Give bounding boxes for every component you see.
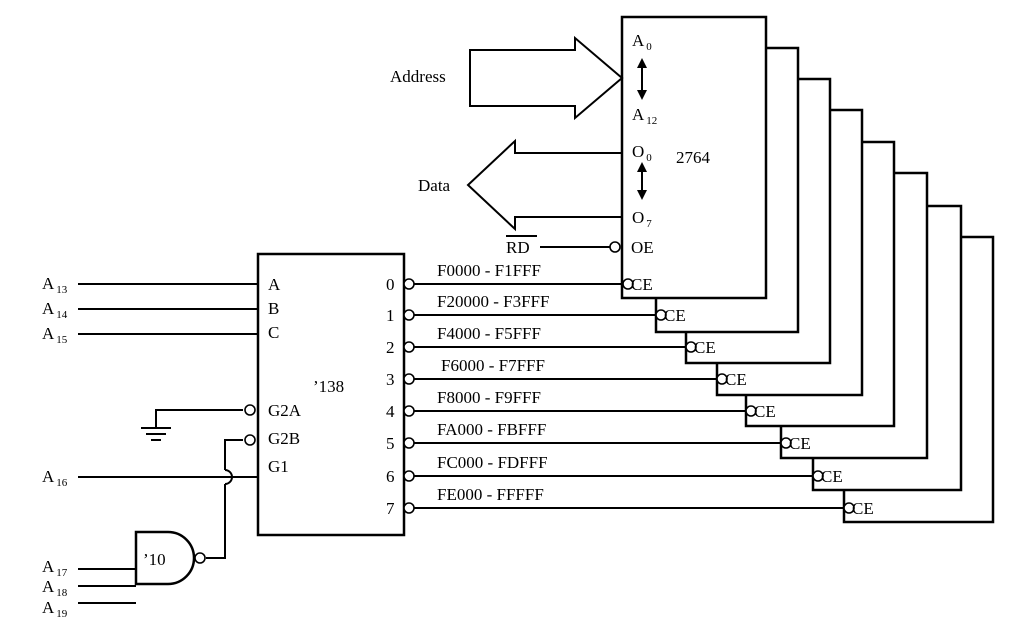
output-inversion-bubble bbox=[403, 373, 415, 385]
decoder-138-box bbox=[256, 252, 406, 537]
address-range-label-7: FE000 - FFFFF bbox=[437, 485, 544, 504]
output-inversion-bubble bbox=[403, 470, 415, 482]
decoder-output-0: 0 bbox=[386, 275, 395, 294]
pin-ce-label: CE bbox=[852, 499, 874, 518]
decoder-output-1: 1 bbox=[386, 306, 395, 325]
g2a-ground-wire bbox=[155, 409, 243, 428]
g2b-nand-wire bbox=[206, 484, 226, 559]
output-inversion-bubble bbox=[403, 341, 415, 353]
chip-part-number: 2764 bbox=[676, 148, 711, 167]
address-range-label-1: F20000 - F3FFF bbox=[437, 292, 549, 311]
arrowhead-up bbox=[637, 58, 647, 68]
arrowhead-up bbox=[637, 162, 647, 172]
decoder-input-a: A bbox=[268, 275, 281, 294]
ce-inversion-bubble bbox=[716, 373, 728, 385]
g2a-inversion-bubble bbox=[244, 404, 256, 416]
g2b-inversion-bubble bbox=[244, 434, 256, 446]
decoder-enable-g2b: G2B bbox=[268, 429, 300, 448]
ce-inversion-bubble bbox=[622, 278, 634, 290]
address-range-label-6: FC000 - FDFFF bbox=[437, 453, 548, 472]
ce-inversion-bubble bbox=[745, 405, 757, 417]
address-range-label-0: F0000 - F1FFF bbox=[437, 261, 541, 280]
g2b-wire bbox=[224, 439, 243, 470]
output-inversion-bubble bbox=[403, 437, 415, 449]
arrowhead-down bbox=[637, 90, 647, 100]
address-range-label-4: F8000 - F9FFF bbox=[437, 388, 541, 407]
address-range-label-2: F4000 - F5FFF bbox=[437, 324, 541, 343]
decoder-input-c: C bbox=[268, 323, 279, 342]
output-inversion-bubble bbox=[403, 502, 415, 514]
decoder-part-label: ’138 bbox=[313, 377, 344, 396]
pin-ce-label: CE bbox=[631, 275, 653, 294]
address-bus-label: Address bbox=[390, 67, 446, 86]
address-range-label-5: FA000 - FBFFF bbox=[437, 420, 546, 439]
nand-gate-10 bbox=[134, 530, 196, 586]
decoder-output-4: 4 bbox=[386, 402, 395, 421]
pin-ce-label: CE bbox=[694, 338, 716, 357]
nand-gate-label: ’10 bbox=[143, 550, 166, 569]
arrowhead-down bbox=[637, 190, 647, 200]
address-bus-arrow bbox=[469, 35, 624, 121]
nand-output-bubble bbox=[194, 552, 206, 564]
decoder-output-2: 2 bbox=[386, 338, 395, 357]
data-bus-label: Data bbox=[418, 176, 451, 195]
decoder-output-7: 7 bbox=[386, 499, 395, 518]
output-inversion-bubble bbox=[403, 278, 415, 290]
pin-ce-label: CE bbox=[789, 434, 811, 453]
decoder-enable-g2a: G2A bbox=[268, 401, 302, 420]
address-range-label-3: F6000 - F7FFF bbox=[441, 356, 545, 375]
ce-inversion-bubble bbox=[685, 341, 697, 353]
pin-ce-label: CE bbox=[821, 467, 843, 486]
oe-inversion-bubble bbox=[609, 241, 621, 253]
data-bus-arrow bbox=[466, 138, 623, 232]
decoder-output-3: 3 bbox=[386, 370, 395, 389]
decoder-enable-g1: G1 bbox=[268, 457, 289, 476]
ce-inversion-bubble bbox=[655, 309, 667, 321]
ce-inversion-bubble bbox=[843, 502, 855, 514]
output-inversion-bubble bbox=[403, 309, 415, 321]
rd-signal-label: RD bbox=[506, 238, 530, 257]
pin-oe-label: OE bbox=[631, 238, 654, 257]
pin-ce-label: CE bbox=[754, 402, 776, 421]
ce-inversion-bubble bbox=[812, 470, 824, 482]
decoder-output-6: 6 bbox=[386, 467, 395, 486]
pin-ce-label: CE bbox=[725, 370, 747, 389]
decoder-input-b: B bbox=[268, 299, 279, 318]
output-inversion-bubble bbox=[403, 405, 415, 417]
pin-ce-label: CE bbox=[664, 306, 686, 325]
ce-inversion-bubble bbox=[780, 437, 792, 449]
decoder-output-5: 5 bbox=[386, 434, 395, 453]
